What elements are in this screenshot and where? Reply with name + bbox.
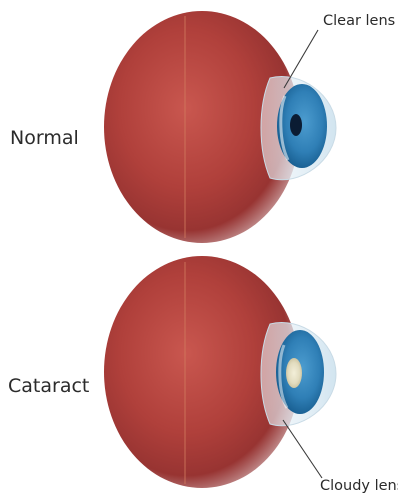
cloudy-lens — [286, 358, 302, 388]
clear-lens-leader — [284, 30, 318, 88]
normal-eye — [104, 11, 336, 243]
normal-pupil — [290, 114, 302, 136]
cataract-label: Cataract — [8, 375, 89, 397]
cloudy-lens-label: Cloudy lens — [320, 478, 398, 494]
clear-lens-label: Clear lens — [323, 13, 395, 29]
normal-label: Normal — [10, 127, 79, 149]
cloudy-lens-leader — [283, 420, 322, 478]
cataract-eye — [104, 256, 336, 488]
